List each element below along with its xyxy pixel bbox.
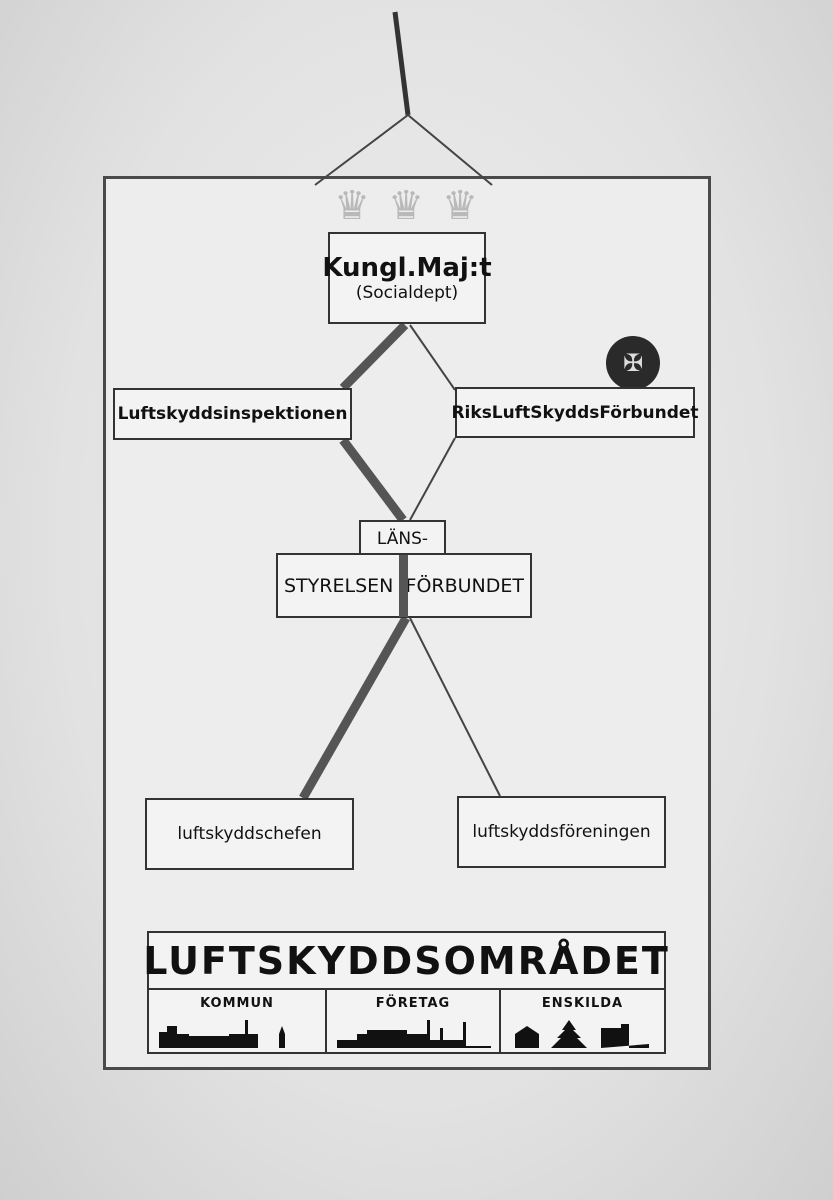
crown-icon: ♛ [334,183,370,229]
center-divider [399,555,408,617]
lans-tab: LÄNS- [359,520,446,555]
box-subtitle: (Socialdept) [355,283,459,303]
section-foretag: FÖRETAG [327,990,501,1052]
town-silhouette-icon [159,1020,315,1048]
hanging-string [314,113,493,186]
thick-line [339,437,407,523]
factory-silhouette-icon [337,1020,491,1048]
thick-line [339,321,409,392]
section-kommun: KOMMUN [149,990,327,1052]
thick-line [299,615,410,801]
thin-line [409,617,501,797]
luftskyddsinspektionen-box: Luftskyddsinspektionen [113,388,352,440]
section-label: KOMMUN [200,996,274,1011]
section-enskilda: ENSKILDA [501,990,664,1052]
thin-line [409,437,456,521]
crown-icon: ♛ [442,183,478,229]
luftskyddschefen-box: luftskyddschefen [145,798,354,870]
thin-line [409,324,456,391]
houses-tree-silhouette-icon [515,1020,649,1048]
styrelsen-label: STYRELSEN [284,574,394,597]
divider [149,988,664,990]
winged-emblem-icon: ✠ [606,336,660,390]
section-label: FÖRETAG [375,996,451,1011]
crown-icon: ♛ [388,183,424,229]
section-label: ENSKILDA [541,996,624,1011]
box-title: Kungl.Maj:t [322,253,492,283]
hanging-hook [392,11,411,116]
forbundet-label: FÖRBUNDET [405,574,524,597]
luftskyddsforeningen-box: luftskyddsföreningen [457,796,666,868]
area-title: LUFTSKYDDSOMRÅDET [143,939,670,983]
kungl-majt-box: Kungl.Maj:t (Socialdept) [322,232,492,324]
riksluftskyddsforbundet-box: RiksLuftSkyddsFörbundet [451,387,699,438]
